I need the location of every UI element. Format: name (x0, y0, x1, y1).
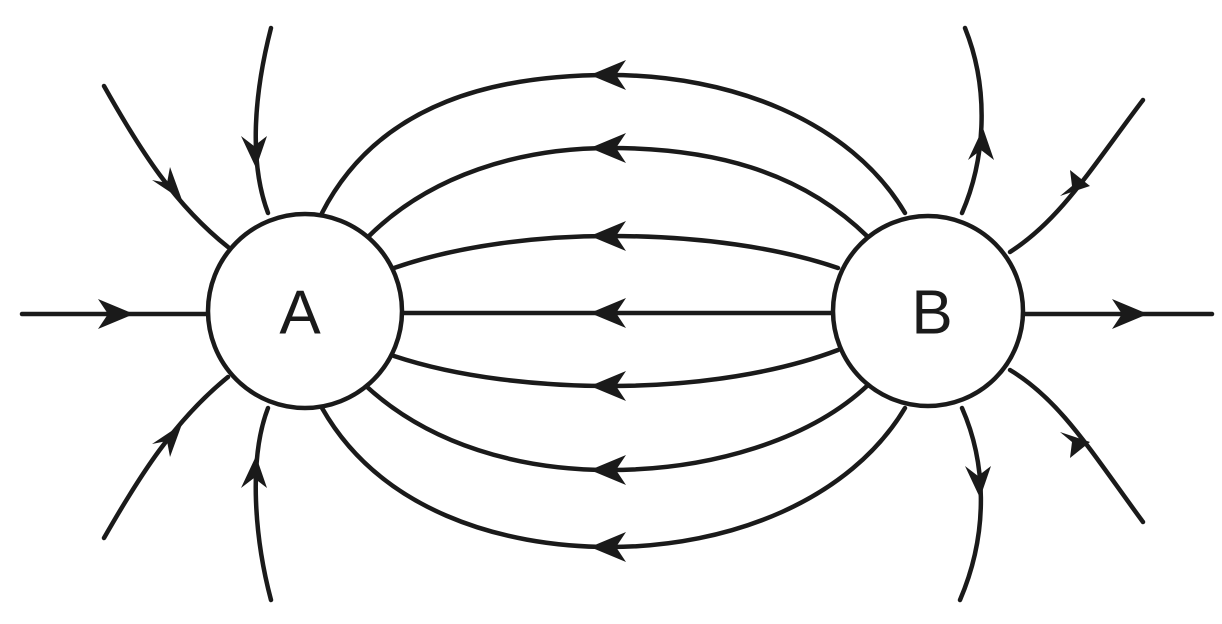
field-line-top-middle (365, 145, 871, 240)
arrow-left-icon (590, 60, 626, 90)
charge-b-circle (830, 213, 1026, 409)
a-incoming-lines (19, 25, 274, 603)
arrow-left-icon (590, 371, 626, 401)
arrow-up-icon (968, 128, 994, 160)
charge-b: B (830, 213, 1026, 409)
a-line-bottom (253, 405, 274, 603)
charge-b-label: B (911, 279, 952, 348)
charge-a: A (205, 211, 405, 411)
arrow-left-icon (590, 455, 626, 485)
arrow-right-icon (98, 299, 134, 329)
arrow-left-icon (590, 298, 626, 328)
arrow-up-icon (241, 456, 267, 488)
arrow-up-right-icon (152, 424, 182, 457)
a-line-top (253, 25, 274, 216)
arrow-right-icon (1112, 299, 1148, 329)
charge-a-circle (205, 211, 405, 411)
a-line-lower-left (101, 374, 231, 541)
arrow-down-right-icon (152, 167, 182, 200)
arrowheads (98, 60, 1148, 562)
arrow-left-icon (590, 532, 626, 562)
arrow-left-icon (590, 221, 626, 251)
arrow-down-icon (241, 136, 267, 168)
b-line-top (959, 25, 984, 216)
b-line-lower-right (1007, 367, 1146, 525)
field-line-bottom-middle (363, 382, 871, 473)
b-line-bottom (957, 405, 984, 603)
arrow-down-icon (965, 466, 991, 498)
a-line-upper-left (101, 83, 231, 250)
charge-a-label: A (279, 279, 321, 348)
arrow-left-icon (590, 133, 626, 163)
arrow-down-right-icon (1060, 432, 1090, 458)
arrow-up-right-icon (1060, 170, 1090, 196)
